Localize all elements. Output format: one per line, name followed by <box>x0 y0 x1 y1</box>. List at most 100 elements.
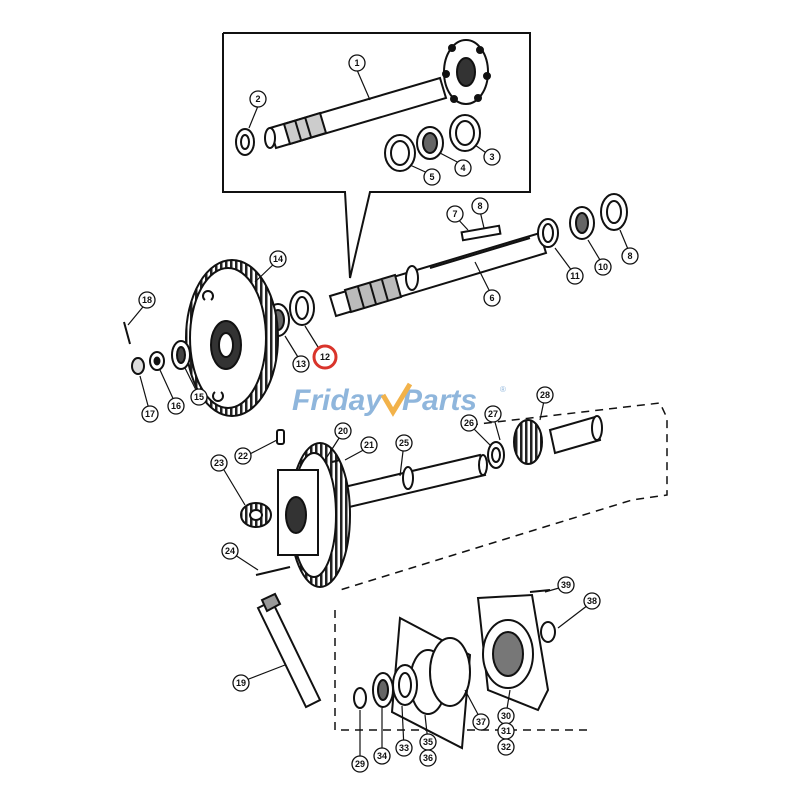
callout-7: 7 <box>446 205 464 223</box>
svg-text:11: 11 <box>570 271 580 281</box>
svg-text:37: 37 <box>476 717 486 727</box>
svg-text:6: 6 <box>489 293 494 303</box>
watermark-text-1: Friday <box>292 384 383 417</box>
callout-6: 6 <box>483 289 501 307</box>
callout-3: 3 <box>483 148 501 166</box>
svg-text:16: 16 <box>171 401 181 411</box>
svg-text:17: 17 <box>145 409 155 419</box>
callout-37: 37 <box>472 713 490 731</box>
callout-19: 19 <box>232 674 250 692</box>
svg-text:36: 36 <box>423 753 433 763</box>
svg-text:10: 10 <box>598 262 608 272</box>
ring-gear <box>277 442 351 588</box>
gasket-plate <box>390 616 472 750</box>
callout-36: 36 <box>419 749 437 767</box>
callout-29: 29 <box>351 755 369 773</box>
watermark-text-2: Parts <box>402 384 477 417</box>
callout-27: 27 <box>484 405 502 423</box>
svg-text:14: 14 <box>273 254 283 264</box>
bearings-right <box>537 193 628 248</box>
differential-shaft <box>338 453 488 510</box>
callout-30: 30 <box>497 707 515 725</box>
callout-28: 28 <box>536 386 554 404</box>
assembly-outline <box>334 402 668 731</box>
callout-32: 32 <box>497 738 515 756</box>
bearing-cup-outer <box>384 114 481 172</box>
brake-rod <box>256 592 322 709</box>
watermark-check-icon <box>380 382 413 417</box>
svg-text:12: 12 <box>320 352 330 362</box>
svg-text:8: 8 <box>627 251 632 261</box>
small-parts-left <box>123 321 191 375</box>
svg-text:26: 26 <box>464 418 474 428</box>
callout-20: 20 <box>334 422 352 440</box>
pinion-shaft <box>487 415 603 469</box>
svg-text:35: 35 <box>423 737 433 747</box>
watermark-logo: Friday Parts ® <box>292 382 506 417</box>
callout-15: 15 <box>190 388 208 406</box>
callout-25: 25 <box>395 434 413 452</box>
callout-21: 21 <box>360 436 378 454</box>
callout-8a: 8 <box>471 197 489 215</box>
svg-text:23: 23 <box>214 458 224 468</box>
callout-11: 11 <box>566 267 584 285</box>
svg-text:3: 3 <box>489 152 494 162</box>
svg-text:22: 22 <box>238 451 248 461</box>
countershaft <box>328 231 548 318</box>
callout-39: 39 <box>557 576 575 594</box>
bull-gear <box>185 259 279 417</box>
key <box>460 224 502 242</box>
callout-1: 1 <box>348 54 366 72</box>
callout-2: 2 <box>249 90 267 108</box>
svg-text:5: 5 <box>429 172 434 182</box>
callout-13: 13 <box>292 355 310 373</box>
callout-4: 4 <box>454 159 472 177</box>
callout-10: 10 <box>594 258 612 276</box>
svg-text:27: 27 <box>488 409 498 419</box>
svg-text:8: 8 <box>477 201 482 211</box>
svg-text:25: 25 <box>399 438 409 448</box>
callouts: 1 2 3 4 5 6 7 8 8 10 11 12 13 14 15 16 1… <box>138 54 639 773</box>
svg-text:13: 13 <box>296 359 306 369</box>
callout-17: 17 <box>141 405 159 423</box>
callout-33: 33 <box>395 739 413 757</box>
svg-text:18: 18 <box>142 295 152 305</box>
callout-35: 35 <box>419 733 437 751</box>
svg-text:1: 1 <box>354 58 359 68</box>
callout-18: 18 <box>138 291 156 309</box>
callout-24: 24 <box>221 542 239 560</box>
svg-text:4: 4 <box>460 163 465 173</box>
svg-text:34: 34 <box>377 751 387 761</box>
bearing-bottom <box>353 664 418 709</box>
axle-shaft <box>264 39 491 150</box>
callout-22: 22 <box>234 447 252 465</box>
svg-text:30: 30 <box>501 711 511 721</box>
svg-text:20: 20 <box>338 426 348 436</box>
callout-16: 16 <box>167 397 185 415</box>
callout-31: 31 <box>497 722 515 740</box>
svg-text:28: 28 <box>540 390 550 400</box>
callout-14: 14 <box>269 250 287 268</box>
oil-seal <box>235 128 255 156</box>
svg-text:15: 15 <box>194 392 204 402</box>
pins <box>255 429 341 576</box>
svg-text:24: 24 <box>225 546 235 556</box>
svg-text:38: 38 <box>587 596 597 606</box>
callout-34: 34 <box>373 747 391 765</box>
housing <box>476 589 556 712</box>
svg-text:7: 7 <box>452 209 457 219</box>
callout-26: 26 <box>460 414 478 432</box>
svg-text:33: 33 <box>399 743 409 753</box>
svg-text:21: 21 <box>364 440 374 450</box>
callout-23: 23 <box>210 454 228 472</box>
svg-text:19: 19 <box>236 678 246 688</box>
callout-38: 38 <box>583 592 601 610</box>
spider-gear <box>240 502 272 528</box>
svg-text:39: 39 <box>561 580 571 590</box>
callout-8b: 8 <box>621 247 639 265</box>
callout-5: 5 <box>423 168 441 186</box>
inset-detail <box>222 32 531 279</box>
svg-text:29: 29 <box>355 759 365 769</box>
callout-12-highlighted: 12 <box>312 344 338 370</box>
